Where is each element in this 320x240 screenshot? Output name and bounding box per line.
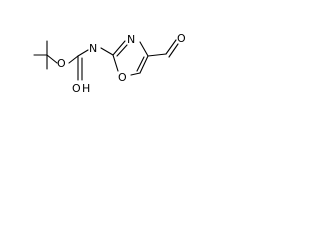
bond-c2-n3-double-1 [112, 40, 126, 56]
bond-c4-c5-double-1 [139, 55, 149, 74]
bond-cho-double-2 [168, 43, 179, 58]
bond-n-to-ring-c2 [100, 47, 114, 56]
atom-label-ring-oxygen: O [118, 71, 127, 84]
molecule-structure: O O H N N O O [33, 32, 186, 95]
bond-c2-n3-double-2 [116, 44, 128, 57]
atom-label-aldehyde-oxygen: O [177, 32, 186, 45]
formyl-group [147, 39, 179, 58]
bond-carbonyl-c-to-n [77, 49, 89, 57]
atom-label-ester-oxygen: O [57, 57, 66, 70]
atom-label-ring-nitrogen: N [127, 33, 135, 46]
bond-c5-o1 [130, 72, 141, 76]
tert-butyl-group [33, 40, 58, 70]
atom-label-amide-hydrogen: H [82, 82, 90, 95]
bond-n3-c4 [139, 41, 149, 57]
atom-label-carbonyl-oxygen: O [72, 82, 81, 95]
oxazole-ring [112, 40, 149, 76]
carbamate-group [68, 47, 114, 81]
bond-c4-to-cho [147, 53, 167, 57]
bond-o1-c2 [112, 54, 119, 72]
bond-ester-o-to-carbonyl-c [68, 55, 79, 64]
bond-cho-double-1 [165, 39, 177, 55]
atom-label-amide-nitrogen: N [89, 42, 97, 55]
bond-c4-c5-double-2 [136, 56, 145, 72]
bond-tbu-to-ester-o [46, 54, 58, 64]
